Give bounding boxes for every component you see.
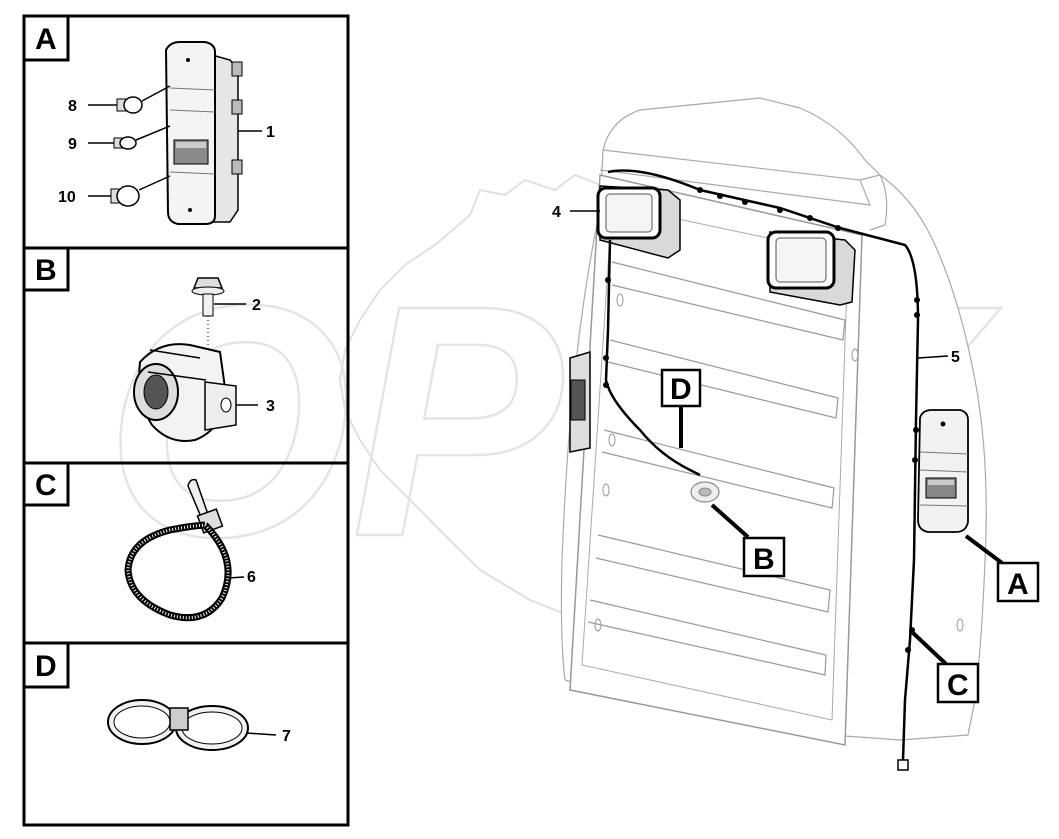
harness-connector-icon (897, 759, 909, 771)
panel-d-letter-box (22, 641, 70, 689)
panel-ribs (587, 261, 846, 676)
part-label-10: 10 (58, 189, 76, 206)
panel-d-drawing: 7 (107, 699, 291, 751)
part-label-8: 8 (68, 98, 77, 115)
panel-b-letter-box (22, 246, 70, 292)
bracket-icon (133, 343, 258, 442)
panel-a-letter-box (22, 14, 70, 62)
panel-b-drawing: 2 3 (133, 277, 275, 442)
harness-clips (603, 187, 920, 653)
detail-ref-a-letter: A (1007, 568, 1029, 601)
bulb-icon-9 (88, 125, 171, 150)
part-label-4: 4 (552, 204, 561, 221)
panel-b-letter: B (35, 254, 57, 287)
part-label-5: 5 (951, 349, 960, 366)
panel-c-drawing: 6 (124, 478, 256, 622)
detail-ref-a: A (964, 534, 1040, 603)
panel-holes (594, 293, 964, 632)
detail-panels: A B C D (22, 14, 350, 827)
work-lamp-left-icon (596, 185, 681, 259)
cable-tie-icon (124, 478, 245, 622)
panel-d-letter: D (35, 650, 57, 683)
work-lamp-right-icon (766, 230, 856, 306)
part-label-1: 1 (266, 124, 275, 141)
panel-c-letter-box (22, 461, 70, 507)
bracket-assembly-icon (690, 481, 720, 503)
rear-lamp-assembly-icon (917, 409, 969, 533)
part-label-9: 9 (68, 136, 77, 153)
detail-ref-b: B (710, 503, 786, 578)
part-label-3: 3 (266, 398, 275, 415)
detail-ref-d-letter: D (670, 373, 692, 406)
part-label-6: 6 (247, 569, 256, 586)
part-label-7: 7 (282, 728, 291, 745)
bolt-icon (191, 277, 246, 425)
bulb-icon-8 (88, 85, 171, 114)
part-label-2: 2 (252, 297, 261, 314)
panel-a-drawing: 8 9 1 10 (58, 41, 275, 225)
detail-ref-b-letter: B (753, 543, 775, 576)
detail-ref-c: C (910, 630, 980, 704)
panel-c-letter: C (35, 469, 57, 502)
detail-ref-c-letter: C (947, 669, 969, 702)
panel-d-frame (22, 641, 350, 827)
double-clip-icon (107, 699, 277, 751)
panel-a-letter: A (35, 23, 57, 56)
side-lamp-left-icon (569, 350, 591, 453)
detail-ref-d: D (660, 368, 702, 448)
bulb-icon-10 (88, 175, 171, 207)
leader-5 (917, 355, 949, 359)
cab-assembly: 4 5 D B A C (552, 97, 1040, 771)
rear-lamp-icon (164, 41, 243, 225)
